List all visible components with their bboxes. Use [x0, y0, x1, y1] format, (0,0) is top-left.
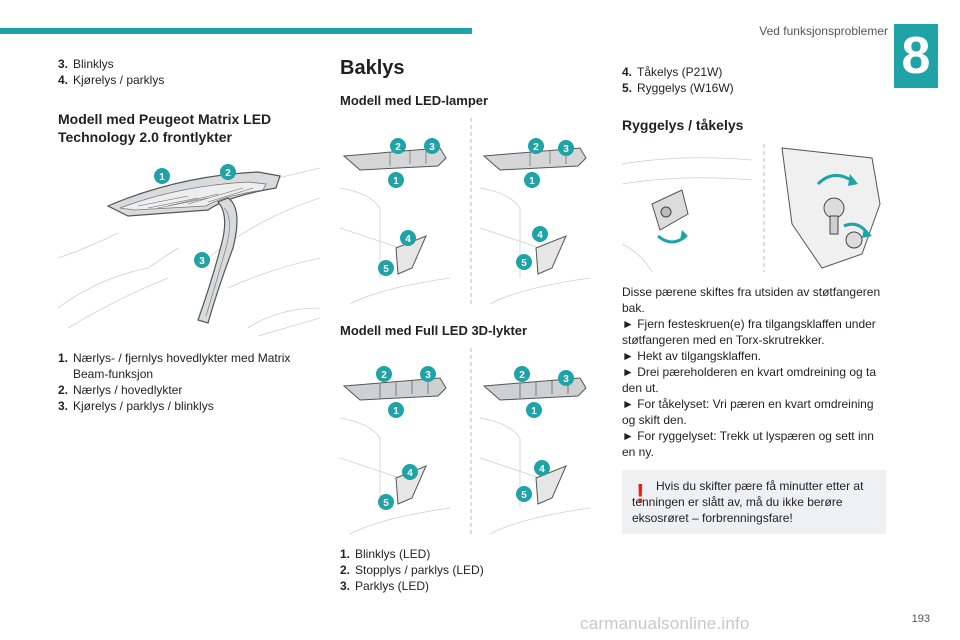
watermark: carmanualsonline.info: [580, 614, 750, 633]
rear-legend-list: 1.Blinklys (LED) 2.Stopplys / parklys (L…: [340, 546, 602, 594]
list-item: 3.Parklys (LED): [340, 579, 430, 593]
matrix-led-headlight-figure: 1 2 3: [58, 158, 320, 336]
callout-2-label: 2: [519, 370, 525, 381]
callout-2-label: 2: [381, 370, 387, 381]
callout-2-label: 2: [533, 142, 539, 153]
warning-text: Hvis du skifter pære få minutter etter a…: [632, 479, 864, 525]
list-item: 2.Stopplys / parklys (LED): [340, 563, 484, 577]
callout-1-label: 1: [531, 406, 537, 417]
column-reversing-fog-lights: 4.Tåkelys (P21W) 5.Ryggelys (W16W) Rygge…: [622, 56, 886, 534]
warning-icon: !: [636, 478, 645, 508]
callout-5-label: 5: [521, 490, 527, 501]
callout-5-label: 5: [383, 498, 389, 509]
instruction-paragraph: ► Drei pæreholderen en kvart omdreining …: [622, 365, 877, 395]
callout-4-label: 4: [539, 464, 545, 475]
led-model-heading: Modell med LED-lamper: [340, 93, 489, 108]
callout-4-label: 4: [405, 234, 411, 245]
instruction-paragraph: Disse pærene skiftes fra utsiden av støt…: [622, 285, 881, 315]
callout-2-label: 2: [225, 168, 231, 179]
callout-1-label: 1: [393, 176, 399, 187]
callout-2-label: 2: [395, 142, 401, 153]
instruction-paragraph: ► Hekt av tilgangsklaffen.: [622, 349, 762, 363]
callout-5-label: 5: [383, 264, 389, 275]
list-item: 4.Kjørelys / parklys: [58, 73, 165, 87]
column-rear-lights: Baklys Modell med LED-lamper 1 2 3 4 5: [340, 56, 602, 594]
full-led-3d-rear-lights-figure: 1 2 3 4 5 1 2 3 4 5: [340, 348, 602, 534]
callout-1-label: 1: [393, 406, 399, 417]
header-accent-bar: [0, 28, 472, 34]
callout-3-label: 3: [429, 142, 435, 153]
callout-3-label: 3: [563, 374, 569, 385]
list-item: 4.Tåkelys (P21W): [622, 65, 723, 79]
instruction-paragraph: ► For ryggelyset: Trekk ut lyspæren og s…: [622, 429, 874, 459]
list-item: 3.Blinklys: [58, 57, 114, 71]
callout-3-label: 3: [563, 144, 569, 155]
list-item: 3.Kjørelys / parklys / blinklys: [58, 399, 214, 413]
warning-box: ! Hvis du skifter pære få minutter etter…: [622, 470, 886, 534]
list-item: 1.Nærlys- / fjernlys hovedlykter med Mat…: [58, 351, 291, 381]
callout-1-label: 1: [159, 172, 165, 183]
callout-4-label: 4: [407, 468, 413, 479]
reversing-fog-heading: Ryggelys / tåkelys: [622, 117, 744, 133]
list-item: 1.Blinklys (LED): [340, 547, 431, 561]
list-item: 2.Nærlys / hovedlykter: [58, 383, 183, 397]
top-list: 4.Tåkelys (P21W) 5.Ryggelys (W16W): [622, 64, 886, 96]
reversing-fog-lamp-figure: [622, 144, 886, 272]
instruction-paragraph: ► For tåkelyset: Vri pæren en kvart omdr…: [622, 397, 874, 427]
section-title: Ved funksjonsproblemer: [759, 24, 888, 38]
list-item: 5.Ryggelys (W16W): [622, 81, 734, 95]
callout-3-label: 3: [199, 256, 205, 267]
callout-4-label: 4: [537, 230, 543, 241]
led-rear-lights-figure: 1 2 3 4 5 1 2 3 4 5: [340, 118, 602, 304]
chapter-number-badge: 8: [894, 24, 938, 88]
instruction-paragraph: ► Fjern festeskruen(e) fra tilgangsklaff…: [622, 317, 876, 347]
page-number: 193: [911, 613, 930, 625]
top-list: 3.Blinklys 4.Kjørelys / parklys: [58, 56, 320, 88]
callout-5-label: 5: [521, 258, 527, 269]
callout-3-label: 3: [425, 370, 431, 381]
front-legend-list: 1.Nærlys- / fjernlys hovedlykter med Mat…: [58, 350, 320, 414]
full-led-3d-heading: Modell med Full LED 3D-lykter: [340, 323, 528, 338]
column-front-lights: 3.Blinklys 4.Kjørelys / parklys Modell m…: [58, 56, 320, 414]
instructions: Disse pærene skiftes fra utsiden av støt…: [622, 284, 886, 460]
rear-lights-title: Baklys: [340, 57, 405, 79]
matrix-led-heading: Modell med Peugeot Matrix LED Technology…: [58, 111, 272, 145]
callout-1-label: 1: [529, 176, 535, 187]
